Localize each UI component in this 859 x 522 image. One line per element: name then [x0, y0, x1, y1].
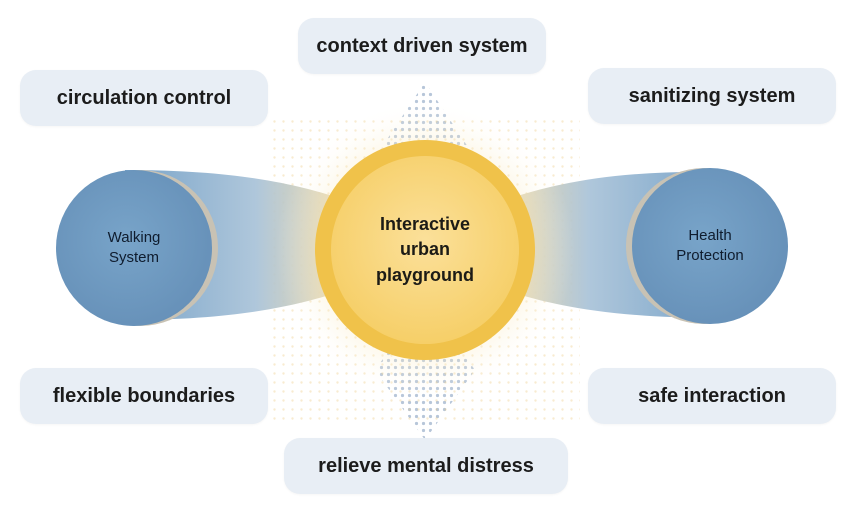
label-sanitizing-system: sanitizing system [588, 68, 836, 124]
label-circulation-control: circulation control [20, 70, 268, 126]
center-node-label-line-1: Interactive [379, 214, 471, 235]
center-node-label-line-3: playground [376, 264, 474, 285]
label-safe-interaction: safe interaction [588, 368, 836, 424]
left-node-label-line-1: Walking [107, 228, 161, 246]
right-node-label-line-2: Protection [676, 247, 744, 264]
right-node [632, 168, 788, 324]
left-node [56, 170, 212, 326]
center-node-label-line-2: urban [399, 239, 450, 260]
label-relieve-mental-distress: relieve mental distress [284, 438, 568, 494]
label-flexible-boundaries: flexible boundaries [20, 368, 268, 424]
left-node-label: Walking System [84, 220, 184, 276]
left-node-label-line-2: System [108, 249, 159, 266]
center-node [331, 156, 519, 344]
right-node-label: Health Protection [660, 218, 760, 274]
label-context-driven-system: context driven system [298, 18, 546, 74]
center-node-label: Interactive urban playground [355, 208, 495, 292]
right-node-label-line-1: Health [688, 226, 732, 244]
